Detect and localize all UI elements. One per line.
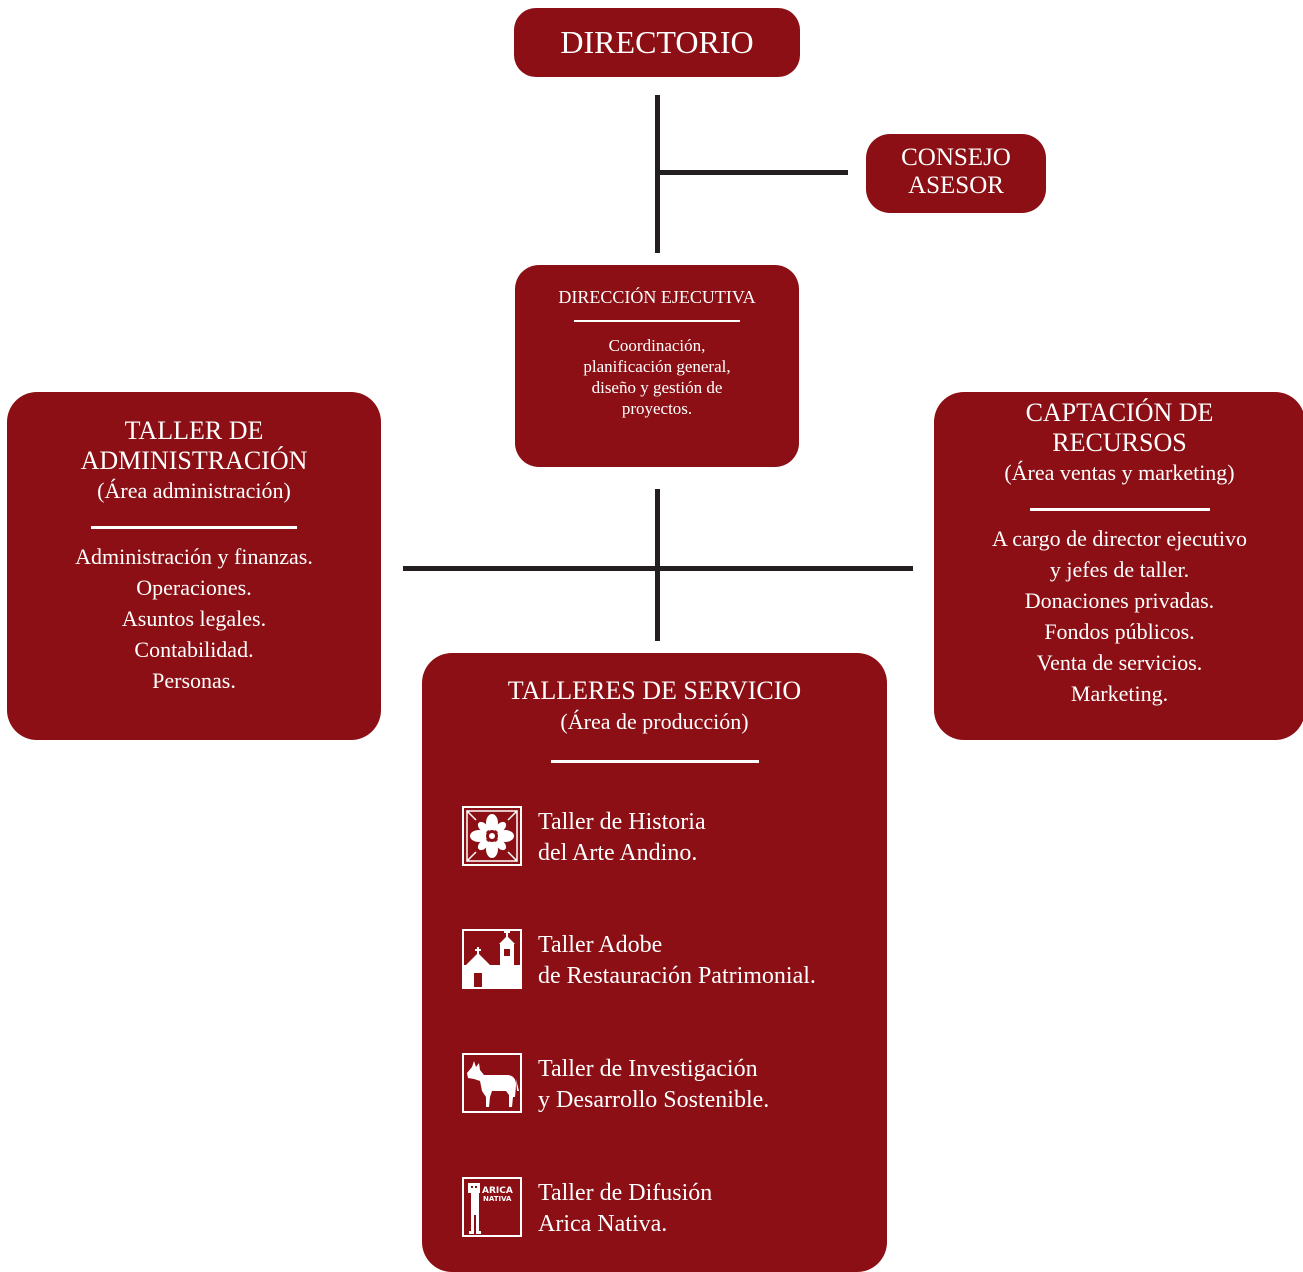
captacion-item: Fondos públicos. — [1044, 619, 1195, 644]
talleres-title: TALLERES DE SERVICIO — [507, 676, 802, 705]
captacion-title-line: RECURSOS — [1052, 428, 1187, 457]
flower-icon — [462, 806, 522, 866]
ejecutiva-divider — [574, 320, 740, 322]
workshop-line-1: Taller de Difusión — [538, 1180, 713, 1206]
workshop-line-2: del Arte Andino. — [538, 840, 698, 866]
captacion-item: Marketing. — [1070, 681, 1169, 706]
workshop-line-1: Taller de Historia — [538, 809, 706, 835]
arica-icon-text: ARICA — [482, 1186, 513, 1196]
directorio-title: DIRECTORIO — [560, 24, 754, 60]
admin-item: Contabilidad. — [134, 637, 254, 662]
admin-item: Administración y finanzas. — [75, 544, 313, 569]
captacion-divider — [1029, 508, 1210, 511]
donkey-icon — [462, 1053, 522, 1113]
workshop-line-2: y Desarrollo Sostenible. — [538, 1087, 770, 1113]
workshop-line-1: Taller de Investigación — [538, 1056, 758, 1082]
ejecutiva-line: proyectos. — [621, 399, 693, 418]
admin-item: Personas. — [152, 668, 236, 693]
nativa-icon-text: NATIVA — [483, 1195, 512, 1203]
admin-item: Operaciones. — [136, 575, 252, 600]
connector-horizontal — [403, 566, 913, 571]
captacion-subtitle: (Área ventas y marketing) — [1004, 460, 1235, 485]
captacion-title-line: CAPTACIÓN DE — [1025, 398, 1214, 427]
workshop-line-2: Arica Nativa. — [538, 1211, 668, 1237]
ejecutiva-line: planificación general, — [583, 357, 731, 376]
connector-mid-vertical — [655, 489, 660, 641]
arica-nativa-icon: ARICA NATIVA — [462, 1177, 522, 1237]
ejecutiva-title: DIRECCIÓN EJECUTIVA — [558, 287, 756, 307]
captacion-recursos-box: CAPTACIÓN DE RECURSOS (Área ventas y mar… — [934, 392, 1303, 740]
workshop-difusion: ARICA NATIVA Taller de Difusión Arica Na… — [462, 1177, 882, 1239]
church-icon — [462, 929, 522, 989]
consejo-asesor-box: CONSEJO ASESOR — [866, 134, 1046, 213]
connector-consejo — [658, 170, 848, 175]
admin-item: Asuntos legales. — [121, 606, 267, 631]
ejecutiva-line: Coordinación, — [608, 336, 706, 355]
admin-divider — [91, 526, 297, 529]
directorio-box: DIRECTORIO — [514, 8, 800, 77]
connector-top-vertical — [655, 95, 660, 253]
captacion-item: y jefes de taller. — [1049, 557, 1190, 582]
consejo-line-2: ASESOR — [908, 172, 1004, 199]
consejo-line-1: CONSEJO — [901, 144, 1011, 171]
workshop-investigacion: Taller de Investigación y Desarrollo Sos… — [462, 1053, 882, 1115]
talleres-subtitle: (Área de producción) — [560, 709, 749, 734]
workshop-adobe: Taller Adobe de Restauración Patrimonial… — [462, 929, 882, 991]
workshop-line-2: de Restauración Patrimonial. — [538, 963, 816, 989]
talleres-servicio-box: TALLERES DE SERVICIO (Área de producción… — [422, 653, 887, 1272]
ejecutiva-line: diseño y gestión de — [591, 378, 723, 397]
admin-title-line: TALLER DE — [124, 416, 264, 445]
admin-title-line: ADMINISTRACIÓN — [80, 446, 308, 475]
workshop-line-1: Taller Adobe — [538, 932, 663, 958]
captacion-item: Venta de servicios. — [1036, 650, 1203, 675]
admin-subtitle: (Área administración) — [97, 478, 291, 503]
taller-administracion-box: TALLER DE ADMINISTRACIÓN (Área administr… — [7, 392, 381, 740]
captacion-item: A cargo de director ejecutivo — [992, 526, 1247, 551]
direccion-ejecutiva-box: DIRECCIÓN EJECUTIVA Coordinación, planif… — [515, 265, 799, 467]
talleres-divider — [550, 760, 759, 763]
captacion-item: Donaciones privadas. — [1024, 588, 1215, 613]
workshop-historia-arte: Taller de Historia del Arte Andino. — [462, 806, 882, 868]
